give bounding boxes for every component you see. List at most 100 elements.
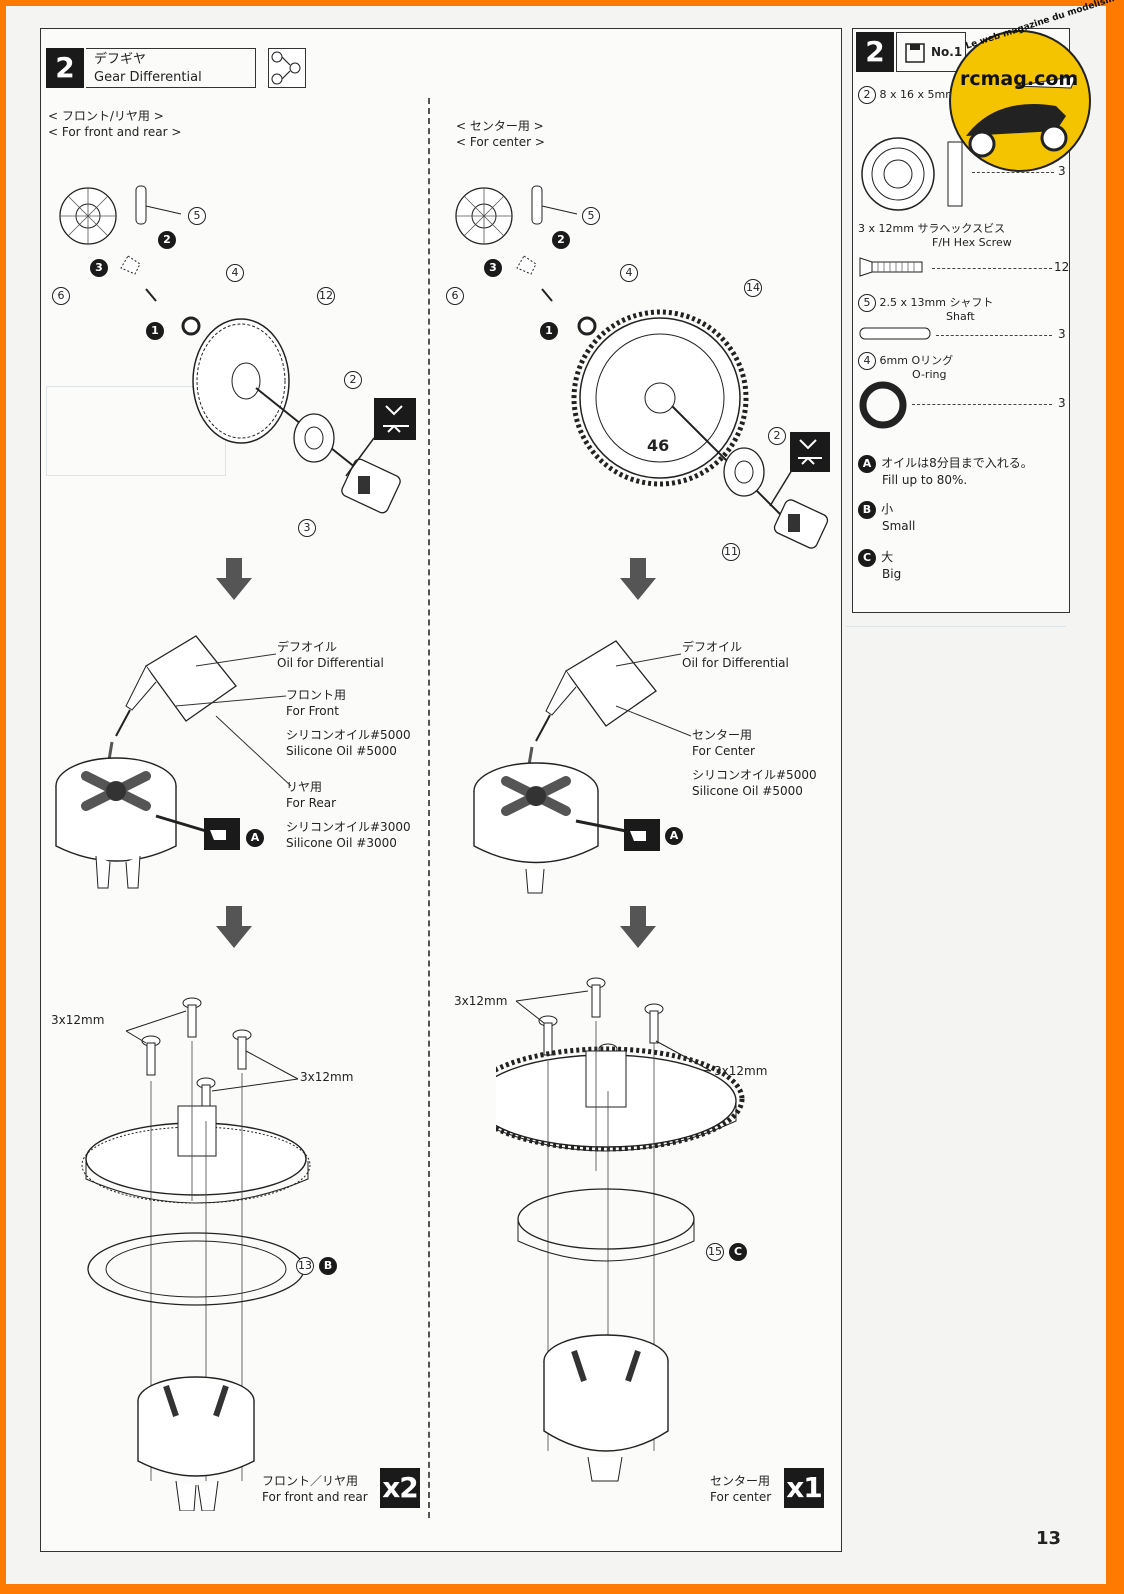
left-label-6: 6 — [52, 284, 70, 305]
outdrive-cup-icon — [341, 458, 401, 514]
logo-name: rcmag.com — [960, 68, 1079, 90]
left-rear-jp: リヤ用 — [286, 780, 323, 794]
center-for-jp: センター用 — [692, 728, 753, 742]
diff-gear-icon — [192, 318, 290, 444]
part-number-label: 2 — [858, 86, 876, 104]
qty-line — [936, 335, 1052, 336]
center-exploded-diagram — [455, 185, 830, 549]
diff-case-icon — [55, 757, 177, 889]
center-label-2: 2 — [768, 424, 786, 445]
left-quantity-badge: x2 — [380, 1468, 420, 1508]
left-footer-jp: フロント／リヤ用 — [262, 1474, 359, 1488]
o-ring-icon — [181, 316, 201, 336]
manual-page: 2 デフギヤ Gear Differential < フロント/リヤ用 > < … — [6, 0, 1122, 1584]
part-4-label: 4 — [620, 264, 638, 282]
center-label-14: 14 — [744, 276, 762, 297]
diff-case-icon — [543, 1334, 669, 1482]
center-footer-en: For center — [710, 1490, 772, 1504]
center-screw-label-a: 3x12mm — [454, 994, 508, 1008]
center-oil-fill-diagram — [473, 640, 660, 894]
marker-c-label: C — [858, 549, 876, 567]
center-part-15: 15 C — [706, 1240, 748, 1261]
part-15-label: 15 — [706, 1243, 724, 1261]
left-front-oil-jp: シリコンオイル#5000 — [286, 728, 411, 742]
gasket-icon — [87, 1232, 305, 1306]
down-arrow-icon — [620, 558, 656, 600]
center-assembly-diagram — [496, 977, 745, 1482]
center-step-3: 3 — [484, 256, 502, 277]
part-5-label: 5 — [188, 207, 206, 225]
part-12-label: 12 — [317, 287, 335, 305]
left-exploded-diagram — [59, 185, 416, 514]
sequence-3-label: 3 — [90, 259, 108, 277]
shaft-icon — [531, 185, 543, 225]
parts-shaft-en: Shaft — [946, 310, 975, 323]
marker-a-label: A — [665, 827, 683, 845]
left-header-en: < For front and rear > — [48, 125, 182, 139]
part-name-jp: Oリング — [911, 354, 954, 367]
spur-gear-icon — [571, 309, 749, 487]
sequence-3-label: 3 — [484, 259, 502, 277]
down-arrow-icon — [216, 558, 252, 600]
section-divider — [428, 98, 430, 1518]
note-b-jp: 小 — [881, 502, 894, 516]
marker-a-label: A — [858, 455, 876, 473]
center-label-6: 6 — [446, 284, 464, 305]
parts-item-shaft: 5 2.5 x 13mm シャフト — [858, 294, 993, 312]
pinion-gear-icon — [455, 187, 513, 245]
ring-gear-icon — [81, 1105, 311, 1204]
parts-qty-screw: 12 — [1054, 260, 1070, 274]
left-label-5: 5 — [188, 204, 206, 225]
left-front-en: For Front — [286, 704, 339, 718]
grease-icon — [374, 398, 416, 440]
left-footer-en: For front and rear — [262, 1490, 368, 1504]
sequence-2-label: 2 — [158, 231, 176, 249]
o-ring-icon — [859, 381, 907, 429]
cross-pin-icon — [120, 255, 141, 275]
part-name-jp: サラヘックスビス — [917, 222, 1006, 235]
parts-qty-bearing: 3 — [1058, 164, 1066, 178]
grease-icon — [790, 432, 830, 472]
left-marker-a: A — [246, 826, 264, 847]
bearing-icon — [723, 447, 765, 497]
part-size-label: 6mm — [879, 354, 908, 367]
left-screw-label-b: 3x12mm — [300, 1070, 354, 1084]
center-screw-label-b: 3x12mm — [714, 1064, 768, 1078]
center-marker-a: A — [665, 824, 683, 845]
center-label-11: 11 — [722, 540, 740, 561]
center-step-2: 2 — [552, 228, 570, 249]
part-13-label: 13 — [296, 1257, 314, 1275]
bleed-through — [846, 626, 1066, 1096]
center-oil-type-jp: シリコンオイル#5000 — [692, 768, 817, 782]
left-header-jp: < フロント/リヤ用 > — [48, 109, 164, 123]
qty-line — [912, 404, 1052, 405]
o-ring-icon — [577, 316, 597, 336]
sequence-2-label: 2 — [552, 231, 570, 249]
note-b: B 小 Small — [858, 498, 915, 534]
part-5-label: 5 — [582, 207, 600, 225]
part-6-label: 6 — [52, 287, 70, 305]
left-label-3: 3 — [298, 516, 316, 537]
part-size-label: 3 x 12mm — [858, 222, 914, 235]
note-a-en: Fill up to 80%. — [882, 473, 968, 487]
sequence-1-label: 1 — [540, 322, 558, 340]
note-a-jp: オイルは8分目まで入れる。 — [881, 456, 1033, 470]
left-step-1: 1 — [146, 319, 164, 340]
hex-screw-icon — [859, 257, 923, 277]
part-2-label: 2 — [768, 427, 786, 445]
center-header-jp: < センター用 > — [456, 119, 544, 133]
left-rear-oil-en: Silicone Oil #3000 — [286, 836, 397, 850]
order-arrows-icon — [271, 51, 301, 85]
left-oil-leader-lines — [175, 653, 292, 787]
left-oil-en: Oil for Differential — [277, 656, 384, 670]
part-6-label: 6 — [446, 287, 464, 305]
step-title-box: デフギヤ Gear Differential — [86, 48, 256, 88]
left-part-13: 13 B — [296, 1254, 338, 1275]
step-title-jp: デフギヤ — [94, 52, 147, 67]
page-number: 13 — [1036, 1528, 1062, 1549]
parts-bag-label: No.1 — [931, 45, 963, 59]
left-front-jp: フロント用 — [286, 688, 347, 702]
note-c: C 大 Big — [858, 546, 901, 582]
qty-line — [932, 268, 1052, 269]
shaft-icon — [135, 185, 147, 225]
